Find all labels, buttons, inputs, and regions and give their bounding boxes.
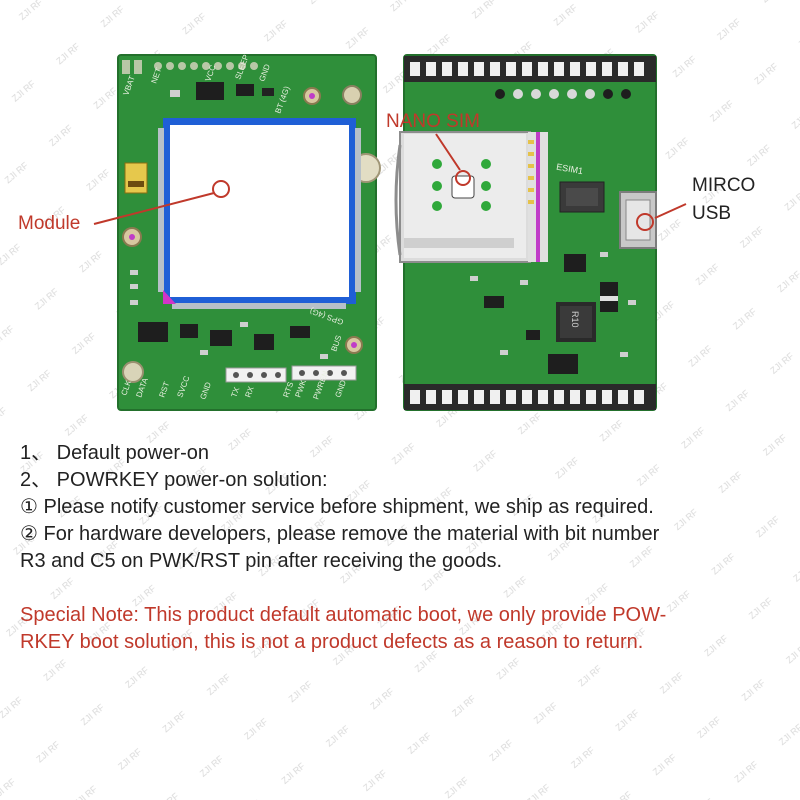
note-powrkey-solution: 2、 POWRKEY power-on solution: bbox=[20, 469, 328, 491]
note-option-2-line1: ② For hardware developers, please remove… bbox=[20, 523, 660, 545]
silk-label: RX bbox=[243, 385, 255, 399]
module-callout-label: Module bbox=[18, 213, 81, 234]
nano-sim-callout-label: NANO SIM bbox=[386, 111, 480, 132]
silk-esim1: ESIM1 bbox=[556, 162, 584, 177]
silk-r10: R10 bbox=[570, 311, 580, 328]
note-default-power-on: 1、 Default power-on bbox=[20, 442, 209, 464]
micro-usb-callout-label: MIRCO USB bbox=[692, 172, 755, 228]
note-option-2-line2: R3 and C5 on PWK/RST pin after receiving… bbox=[20, 550, 503, 572]
callout-lines bbox=[93, 133, 687, 231]
right-board: R10 ESIM1 bbox=[394, 54, 657, 411]
special-note-line2: RKEY boot solution, this is not a produc… bbox=[20, 631, 644, 653]
silk-label: TX bbox=[229, 385, 241, 398]
special-note-line1: Special Note: This product default autom… bbox=[20, 604, 667, 626]
spacer bbox=[20, 575, 790, 602]
micro-usb-label-line1: MIRCO bbox=[692, 175, 756, 196]
micro-usb-label-line2: USB bbox=[692, 203, 732, 224]
instructions-text: 1、 Default power-on 2、 POWRKEY power-on … bbox=[20, 440, 790, 656]
note-option-1: ① Please notify customer service before … bbox=[20, 496, 654, 518]
